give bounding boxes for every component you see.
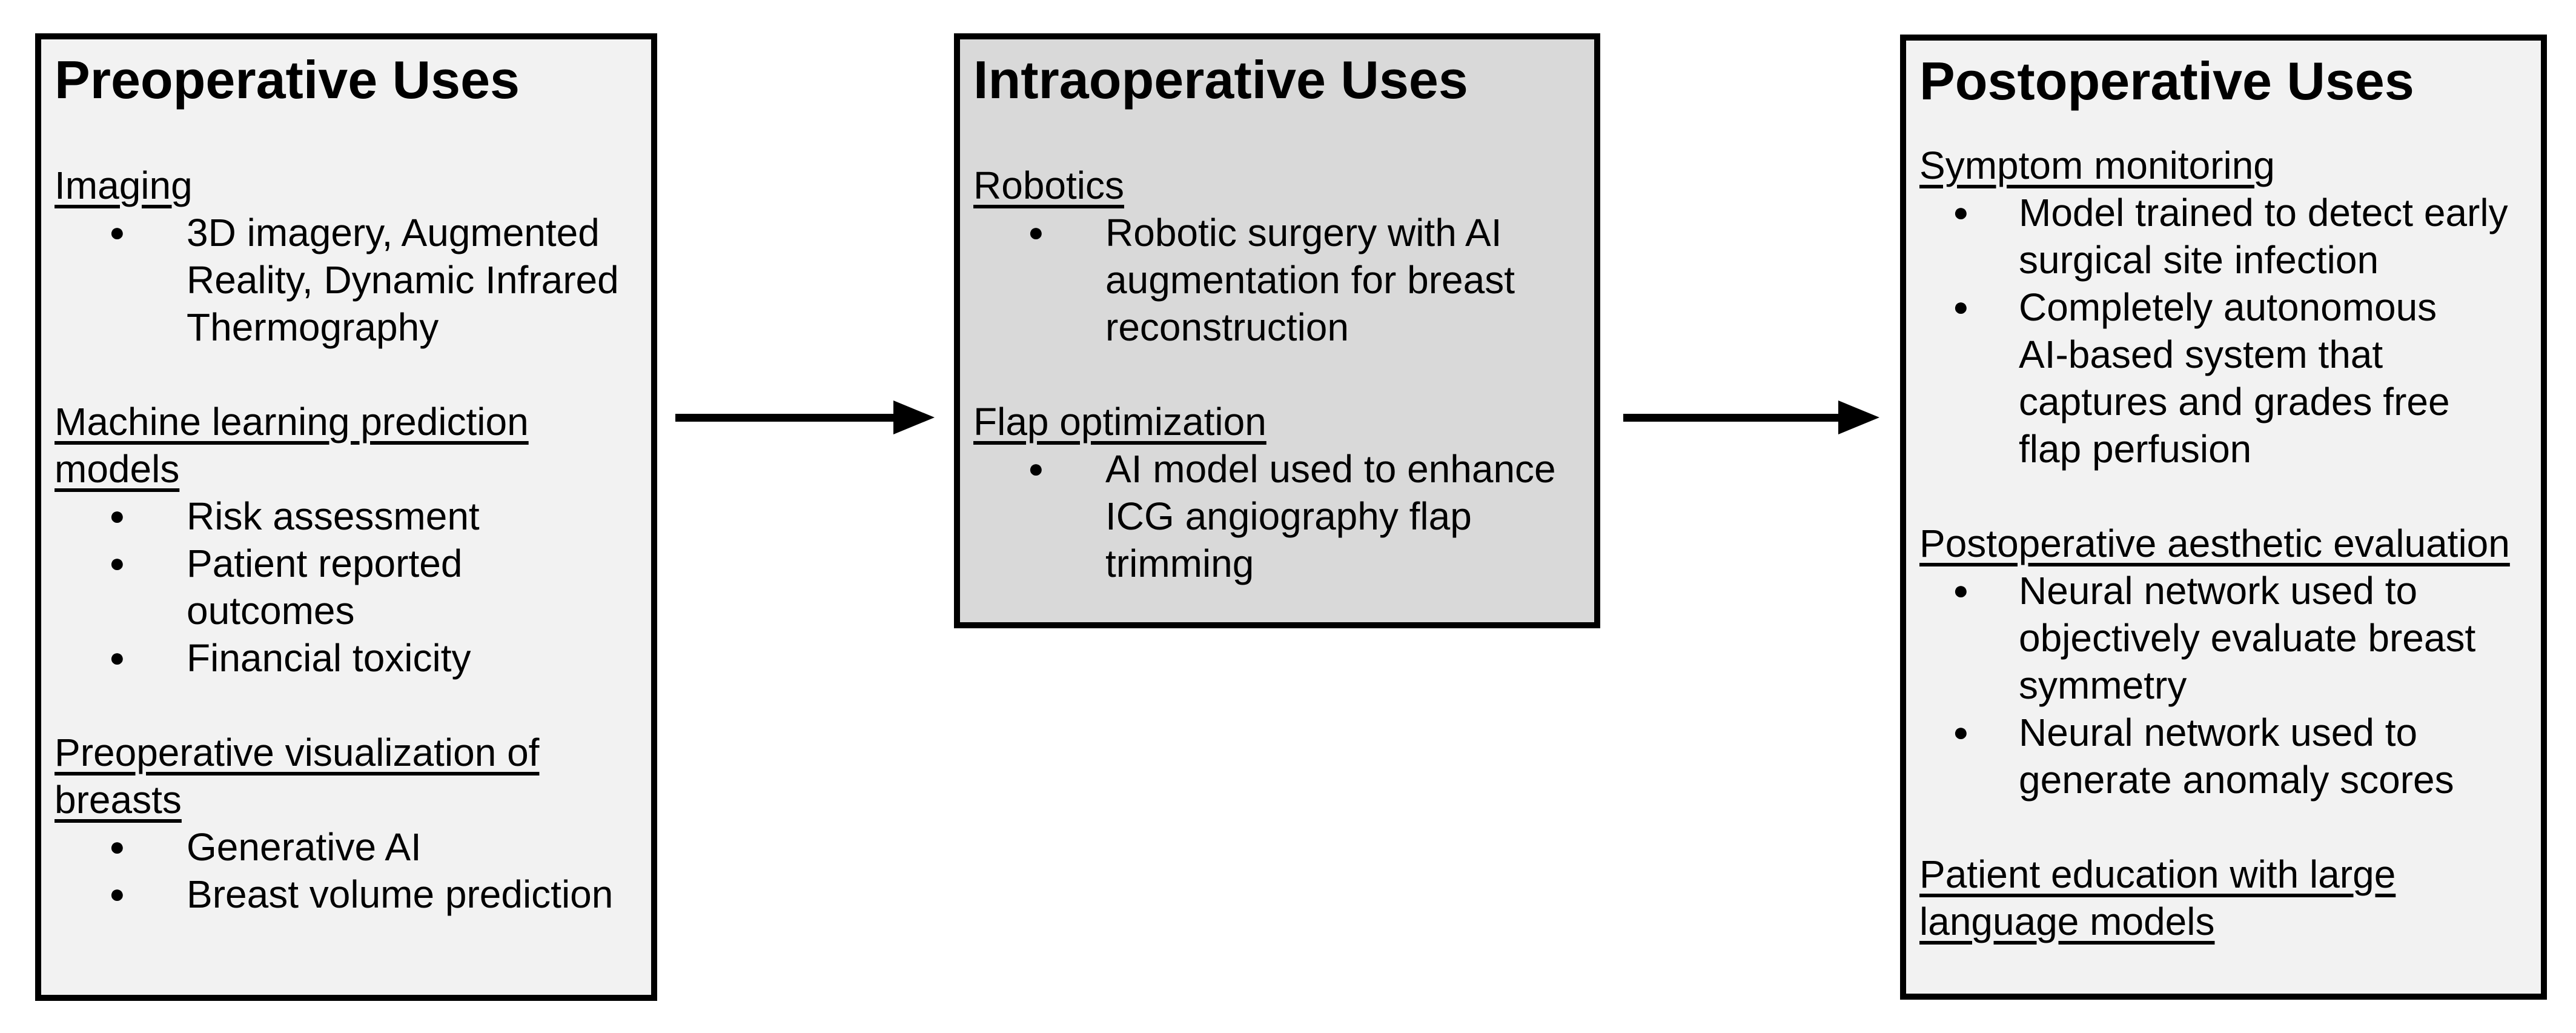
symptom-monitoring-bullet-list: Model trained to detect early surgical s… [1919, 189, 2524, 473]
section-heading-aesthetic-evaluation: Postoperative aesthetic evaluation [1919, 522, 2510, 565]
section-preoperative-visualization: Preoperative visualization of breasts Ge… [55, 729, 634, 918]
section-heading-symptom-monitoring: Symptom monitoring [1919, 144, 2275, 187]
imaging-bullet-list: 3D imagery, Augmented Reality, Dynamic I… [55, 209, 634, 351]
list-item: Model trained to detect early surgical s… [1919, 189, 2524, 284]
section-heading-patient-education: Patient education with large language mo… [1919, 852, 2396, 943]
robotics-bullet-list: Robotic surgery with AI augmentation for… [973, 209, 1577, 351]
preoperative-box-title: Preoperative Uses [55, 50, 520, 110]
list-item: Completely autonomous AI-based system th… [1919, 284, 2524, 473]
section-ml-prediction-models: Machine learning prediction models Risk … [55, 398, 634, 682]
postoperative-box-title: Postoperative Uses [1919, 51, 2414, 111]
section-flap-optimization: Flap optimization AI model used to enhan… [973, 398, 1577, 587]
section-imaging: Imaging 3D imagery, Augmented Reality, D… [55, 162, 634, 351]
list-item: Neural network used to objectively evalu… [1919, 567, 2524, 709]
postoperative-uses-box: Postoperative Uses Symptom monitoring Mo… [1900, 35, 2547, 1000]
section-aesthetic-evaluation: Postoperative aesthetic evaluation Neura… [1919, 520, 2524, 803]
list-item: Risk assessment [55, 493, 634, 540]
arrow-line [1623, 414, 1838, 422]
list-item: Robotic surgery with AI augmentation for… [973, 209, 1577, 351]
aesthetic-evaluation-bullet-list: Neural network used to objectively evalu… [1919, 567, 2524, 803]
arrow-line [675, 414, 893, 422]
section-heading-flap-optimization: Flap optimization [973, 400, 1266, 443]
arrow-head-icon [1838, 400, 1879, 434]
intraoperative-box-title: Intraoperative Uses [973, 50, 1468, 110]
list-item: Breast volume prediction [55, 871, 634, 918]
intraoperative-box-content: Intraoperative Uses Robotics Robotic sur… [960, 39, 1594, 587]
section-heading-preoperative-visualization: Preoperative visualization of breasts [55, 731, 540, 822]
intraoperative-uses-box: Intraoperative Uses Robotics Robotic sur… [954, 33, 1600, 628]
section-heading-robotics: Robotics [973, 164, 1124, 207]
section-patient-education: Patient education with large language mo… [1919, 851, 2524, 945]
list-item: Generative AI [55, 823, 634, 871]
section-symptom-monitoring: Symptom monitoring Model trained to dete… [1919, 142, 2524, 473]
preoperative-box-content: Preoperative Uses Imaging 3D imagery, Au… [41, 39, 651, 918]
list-item: Financial toxicity [55, 634, 634, 682]
flap-optimization-bullet-list: AI model used to enhance ICG angiography… [973, 445, 1577, 587]
list-item: 3D imagery, Augmented Reality, Dynamic I… [55, 209, 634, 351]
postoperative-box-content: Postoperative Uses Symptom monitoring Mo… [1906, 41, 2541, 945]
list-item: Neural network used to generate anomaly … [1919, 709, 2524, 803]
section-heading-imaging: Imaging [55, 164, 193, 207]
arrow-head-icon [893, 400, 935, 434]
preoperative-uses-box: Preoperative Uses Imaging 3D imagery, Au… [35, 33, 657, 1001]
list-item: AI model used to enhance ICG angiography… [973, 445, 1577, 587]
section-heading-ml-prediction-models: Machine learning prediction models [55, 400, 529, 491]
list-item: Patient reported outcomes [55, 540, 634, 634]
ml-prediction-bullet-list: Risk assessment Patient reported outcome… [55, 493, 634, 682]
visualization-bullet-list: Generative AI Breast volume prediction [55, 823, 634, 918]
section-robotics: Robotics Robotic surgery with AI augment… [973, 162, 1577, 351]
